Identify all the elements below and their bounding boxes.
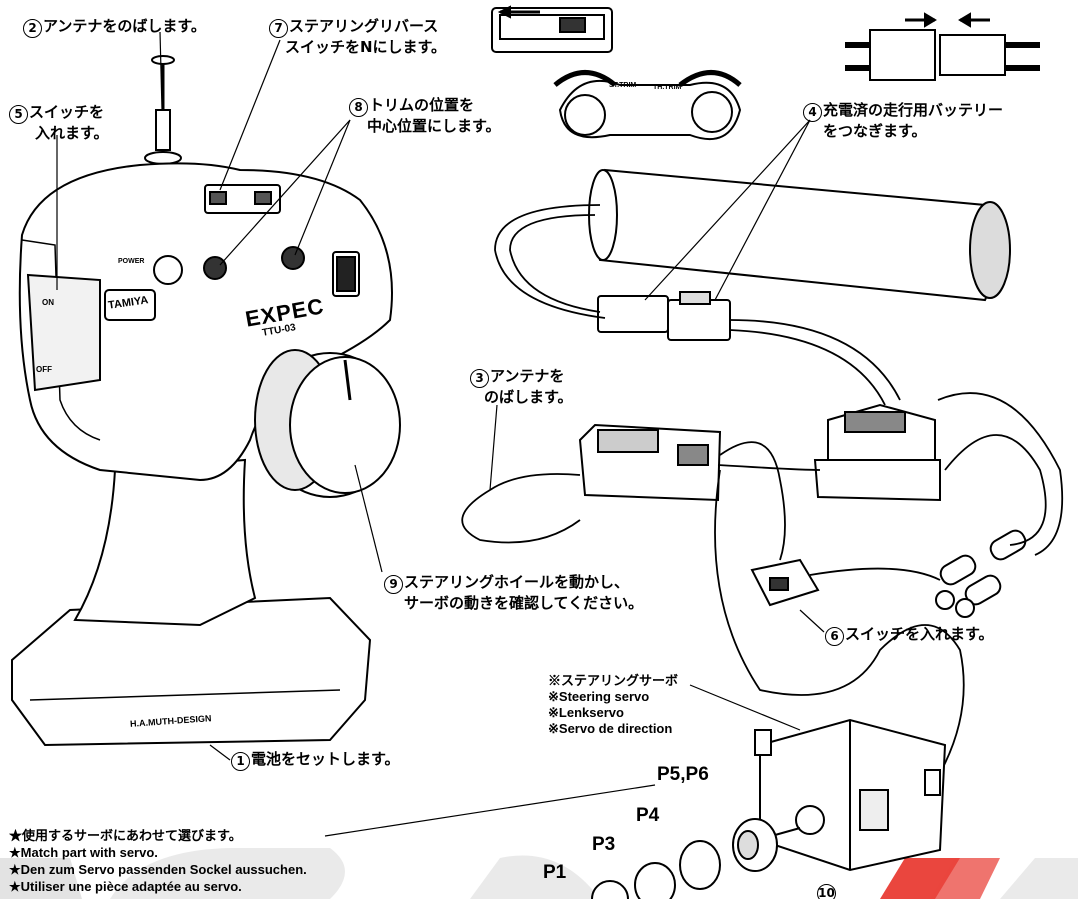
step-text: 入れます。 bbox=[35, 124, 109, 142]
leader-lines bbox=[56, 31, 825, 837]
battery-connector bbox=[597, 291, 731, 341]
th-trim-label: TH.TRIM bbox=[653, 84, 682, 91]
step-10-label: 10 bbox=[817, 882, 837, 899]
step-number: 5 bbox=[9, 105, 28, 124]
step-text: スイッチを入れます。 bbox=[845, 625, 994, 643]
step-text: ステアリングリバース bbox=[289, 17, 439, 35]
transmitter bbox=[11, 55, 401, 747]
note-ja: ★使用するサーボにあわせて選びます。 bbox=[9, 828, 242, 843]
step-text: サーボの動きを確認してください。 bbox=[404, 594, 644, 612]
connector-inset bbox=[845, 12, 1040, 81]
step-text: ステアリングホイールを動かし、 bbox=[404, 573, 630, 591]
step-number: 10 bbox=[817, 884, 836, 899]
servo-caption-ja: ※ステアリングサーボ bbox=[548, 673, 679, 688]
step-text: をつなぎます。 bbox=[823, 122, 927, 140]
servo-savers bbox=[591, 818, 801, 899]
servo-caption: ※ステアリングサーボ ※Steering servo ※Lenkservo ※S… bbox=[548, 673, 678, 737]
note-fr: ★Utiliser une pièce adaptée au servo. bbox=[9, 879, 242, 894]
receiver bbox=[578, 423, 722, 502]
part-label-p5-p6: P5,P6 bbox=[657, 764, 709, 785]
step-number: 7 bbox=[269, 19, 288, 38]
step-text: スイッチを bbox=[29, 103, 105, 121]
step-number: 2 bbox=[23, 19, 42, 38]
note-de: ★Den zum Servo passenden Sockel aussuche… bbox=[9, 862, 307, 877]
steering-servo bbox=[754, 718, 947, 872]
step-text: 中心位置にします。 bbox=[367, 117, 501, 135]
step-number: 1 bbox=[231, 752, 250, 771]
reverse-switch-inset bbox=[491, 5, 613, 53]
step-number: 3 bbox=[470, 369, 489, 388]
servo-caption-fr: ※Servo de direction bbox=[548, 721, 673, 736]
part-label-p4: P4 bbox=[636, 805, 660, 826]
step-text: のばします。 bbox=[484, 388, 573, 406]
switch-on-label: ON bbox=[42, 298, 54, 307]
servo-caption-en: ※Steering servo bbox=[548, 689, 650, 704]
step-number: 9 bbox=[384, 575, 403, 594]
step-text: 電池をセットします。 bbox=[251, 750, 400, 768]
step-number: 8 bbox=[349, 98, 368, 117]
step-text: トリムの位置を bbox=[369, 96, 475, 114]
part-label-p3: P3 bbox=[592, 834, 616, 855]
note-en: ★Match part with servo. bbox=[9, 845, 158, 860]
step-number: 6 bbox=[825, 627, 844, 646]
motor-leads bbox=[935, 529, 1027, 618]
selection-notes: ★使用するサーボにあわせて選びます。 ★Match part with serv… bbox=[9, 827, 307, 895]
wires bbox=[461, 204, 1064, 791]
st-trim-label: ST.TRIM bbox=[609, 82, 637, 89]
speed-controller bbox=[813, 403, 941, 502]
harness-switch bbox=[750, 558, 820, 607]
servo-caption-de: ※Lenkservo bbox=[548, 705, 624, 720]
step-text: アンテナを bbox=[490, 367, 565, 385]
part-label-p1: P1 bbox=[543, 862, 567, 883]
step-number: 4 bbox=[803, 103, 822, 122]
watermark-logo bbox=[0, 848, 1078, 899]
switch-off-label: OFF bbox=[36, 365, 52, 374]
step-text: 充電済の走行用バッテリー bbox=[823, 101, 1004, 119]
step-text: スイッチをNにします。 bbox=[285, 38, 447, 56]
battery-pack bbox=[588, 168, 1011, 302]
power-label: POWER bbox=[118, 258, 145, 265]
step-text: アンテナをのばします。 bbox=[43, 17, 206, 35]
trim-inset bbox=[553, 70, 742, 140]
